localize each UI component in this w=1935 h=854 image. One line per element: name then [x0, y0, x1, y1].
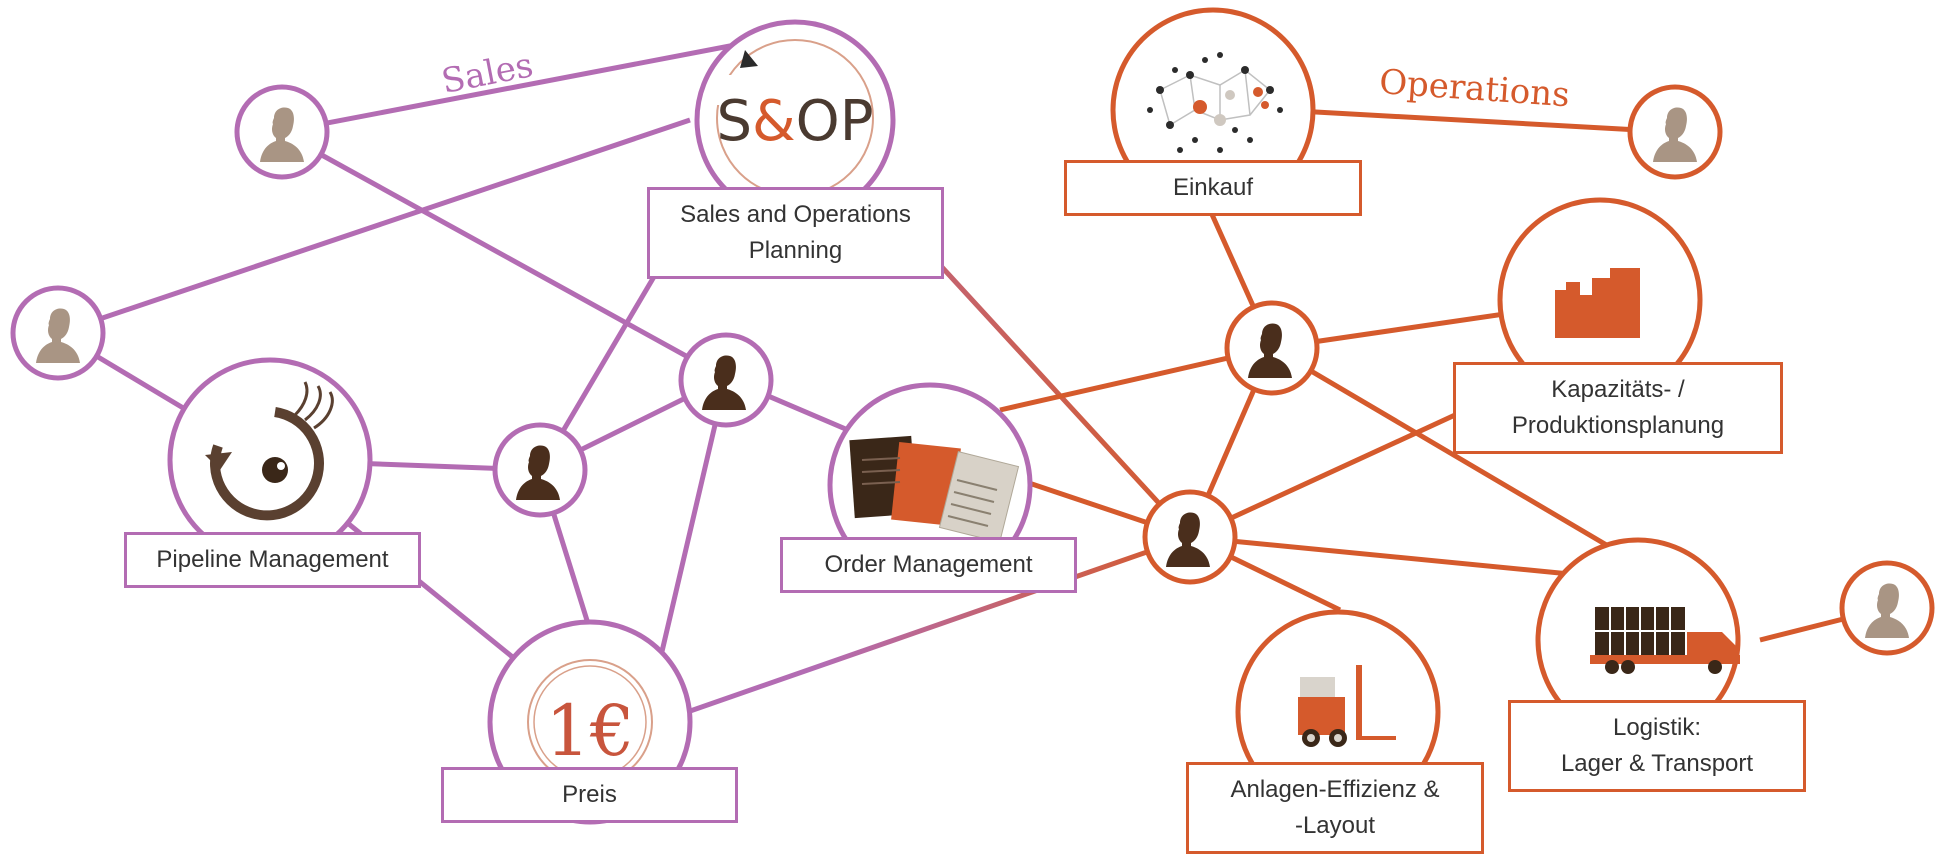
order-label: Order Management	[780, 537, 1077, 593]
edge	[1188, 412, 1457, 540]
einkauf-label-text: Einkauf	[1172, 174, 1254, 201]
anlagen-label-line-2: -Layout	[1294, 812, 1376, 839]
logistik-label-line-1: Logistik:	[1612, 714, 1702, 741]
forklift-icon	[1298, 665, 1396, 747]
documents-icon	[849, 435, 1020, 543]
pipeline-label-text: Pipeline Management	[156, 546, 389, 573]
sop-label: Sales and Operations Planning	[647, 187, 944, 279]
person-node-ops-3	[1627, 84, 1723, 180]
factory-icon	[1555, 268, 1640, 338]
kapazitaet-label-line-1: Kapazitäts- /	[1551, 376, 1685, 403]
kapazitaet-label-line-2: Produktionsplanung	[1511, 412, 1725, 439]
preis-label: Preis	[441, 767, 738, 823]
sop-node: S&OP	[694, 19, 896, 221]
sop-label-line-1: Sales and Operations	[680, 201, 911, 228]
pipeline-node	[167, 357, 373, 563]
logistik-label: Logistik: Lager & Transport	[1508, 700, 1806, 792]
order-label-text: Order Management	[824, 551, 1033, 578]
person-node-sales-1	[234, 84, 330, 180]
eye-cycle-icon	[205, 381, 334, 521]
person-node-ops-4	[1839, 560, 1935, 656]
person-node-ops-2	[1142, 489, 1238, 585]
logistik-node	[1535, 537, 1741, 743]
edge	[1189, 534, 1581, 578]
edge	[279, 42, 736, 135]
edge	[278, 129, 728, 381]
kapazitaet-node	[1497, 197, 1703, 403]
person-node-sales-3	[492, 422, 588, 518]
anlagen-label: Anlagen-Effizienz & -Layout	[1186, 762, 1484, 854]
person-node-sales-4	[678, 332, 774, 428]
edge	[1279, 107, 1676, 135]
sop-label-line-2: Planning	[748, 237, 843, 264]
preis-label-text: Preis	[562, 781, 617, 808]
logistik-label-line-2: Lager & Transport	[1560, 750, 1754, 777]
edge	[1270, 345, 1617, 553]
edge	[938, 263, 1192, 539]
truck-icon	[1590, 607, 1740, 674]
anlagen-label-line-1: Anlagen-Effizienz &	[1230, 776, 1440, 803]
sop-logo-text: S&OP	[716, 89, 873, 154]
preis-logo-text: 1€	[545, 690, 634, 772]
person-node-sales-2	[10, 285, 106, 381]
kapazitaet-label: Kapazitäts- / Produktionsplanung	[1453, 362, 1783, 454]
einkauf-label: Einkauf	[1064, 160, 1362, 216]
cross-edges	[649, 263, 1192, 728]
person-node-ops-1	[1224, 300, 1320, 396]
edge	[649, 534, 1191, 728]
network-map-icon	[1147, 52, 1283, 153]
edge	[57, 117, 691, 336]
pipeline-label: Pipeline Management	[124, 532, 421, 588]
